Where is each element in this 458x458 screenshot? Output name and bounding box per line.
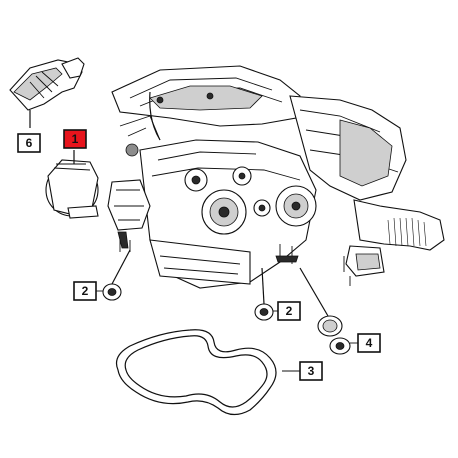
svg-text:4: 4 bbox=[366, 336, 373, 350]
intake-tube bbox=[343, 199, 445, 286]
svg-text:1: 1 bbox=[72, 132, 79, 146]
part-4-pulley bbox=[299, 267, 351, 355]
part-3-serpentine-belt bbox=[115, 329, 277, 416]
callout-6[interactable]: 6 bbox=[17, 133, 41, 153]
svg-text:3: 3 bbox=[308, 364, 315, 378]
part-2-left-idler bbox=[102, 249, 131, 301]
svg-text:2: 2 bbox=[82, 284, 89, 298]
callout-2-left[interactable]: 2 bbox=[73, 281, 103, 301]
callout-1[interactable]: 1 bbox=[63, 129, 87, 149]
part-1-tensioner bbox=[45, 159, 99, 219]
engine-block bbox=[107, 65, 407, 289]
callout-4[interactable]: 4 bbox=[350, 333, 381, 353]
callout-2-center[interactable]: 2 bbox=[273, 301, 301, 321]
svg-text:2: 2 bbox=[286, 304, 293, 318]
svg-text:6: 6 bbox=[26, 136, 33, 150]
part-2-center-idler bbox=[254, 267, 274, 321]
callout-3[interactable]: 3 bbox=[282, 361, 323, 381]
part-6-shield bbox=[9, 57, 85, 128]
